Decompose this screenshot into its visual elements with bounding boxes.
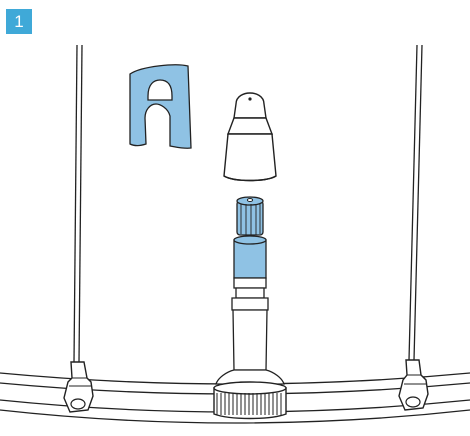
valve-nut-icon [214, 382, 286, 419]
spoke-wrench-icon [130, 65, 191, 148]
spoke-nipple-icon [64, 362, 93, 412]
left-spoke [74, 45, 82, 362]
step-number-badge: 1 [6, 9, 32, 34]
right-spoke [409, 45, 422, 360]
spoke-nipple-icon [399, 360, 428, 410]
valve-cap-icon [224, 93, 276, 181]
valve-core-icon [237, 197, 263, 235]
valve-stem-icon [216, 236, 284, 384]
